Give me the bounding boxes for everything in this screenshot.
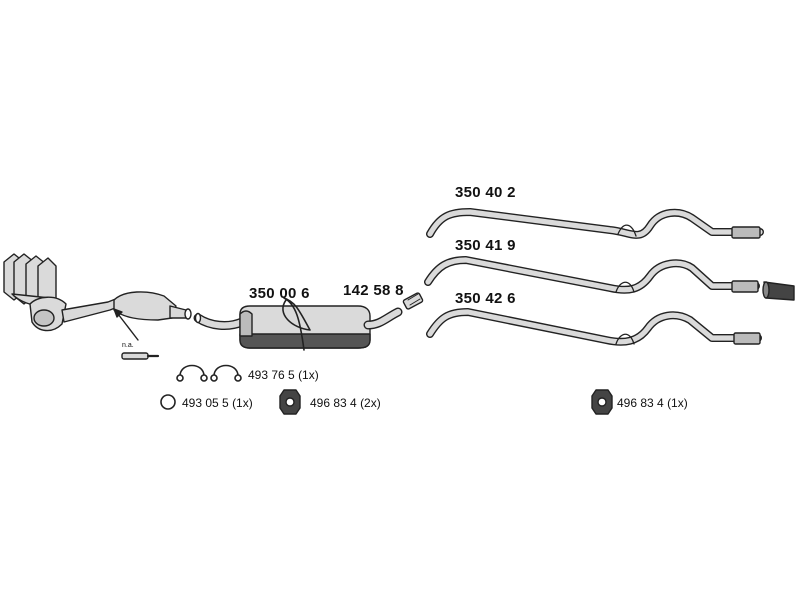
part-number-rear-pipe-2: 350 41 9 [455, 237, 516, 254]
muffler-outlet-pipe [363, 307, 403, 330]
clamp-icon [176, 364, 242, 382]
tail-trim [762, 281, 795, 301]
part-number-main-muffler: 350 00 6 [249, 285, 310, 302]
rubber-mount-rear-part-number: 496 83 4 [617, 396, 664, 410]
rubber-mount-rear-quantity: (1x) [667, 396, 688, 410]
sensor-arrow [117, 313, 139, 341]
part-number-connector: 142 58 8 [343, 282, 404, 299]
seal-ring-quantity: (1x) [232, 396, 253, 410]
part-number-rear-pipe-1: 350 40 2 [455, 184, 516, 201]
lambda-sensor [121, 352, 160, 360]
muffler-inlet-pipe [193, 312, 247, 330]
rear-pipe-1 [426, 208, 764, 239]
part-number-rear-pipe-3: 350 42 6 [455, 290, 516, 307]
rubber-mount-front-part-number: 496 83 4 [310, 396, 357, 410]
rear-pipe-2 [424, 256, 760, 294]
catalytic-converter-front [29, 296, 67, 332]
clamp-part-number: 493 76 5 [248, 368, 295, 382]
rubber-mount-rear-label: 496 83 4 (1x) [617, 397, 688, 409]
connector-sleeve [402, 292, 424, 310]
muffler-strap [282, 297, 311, 351]
rubber-mount-icon [591, 389, 613, 415]
seal-ring-part-number: 493 05 5 [182, 396, 229, 410]
rubber-mount-front-quantity: (2x) [360, 396, 381, 410]
front-pipe [61, 297, 121, 323]
main-muffler [239, 305, 371, 349]
sensor-arrow-head [113, 308, 123, 318]
catalytic-converter-main [113, 291, 192, 321]
clamp-quantity: (1x) [298, 368, 319, 382]
rubber-mount-front-label: 496 83 4 (2x) [310, 397, 381, 409]
rear-pipe-3 [426, 308, 762, 346]
seal-ring-icon [160, 394, 176, 410]
sensor-note-label: n.a. [122, 342, 134, 349]
clamp-part-label: 493 76 5 (1x) [248, 369, 319, 381]
seal-ring-part-label: 493 05 5 (1x) [182, 397, 253, 409]
rubber-mount-icon [279, 389, 301, 415]
